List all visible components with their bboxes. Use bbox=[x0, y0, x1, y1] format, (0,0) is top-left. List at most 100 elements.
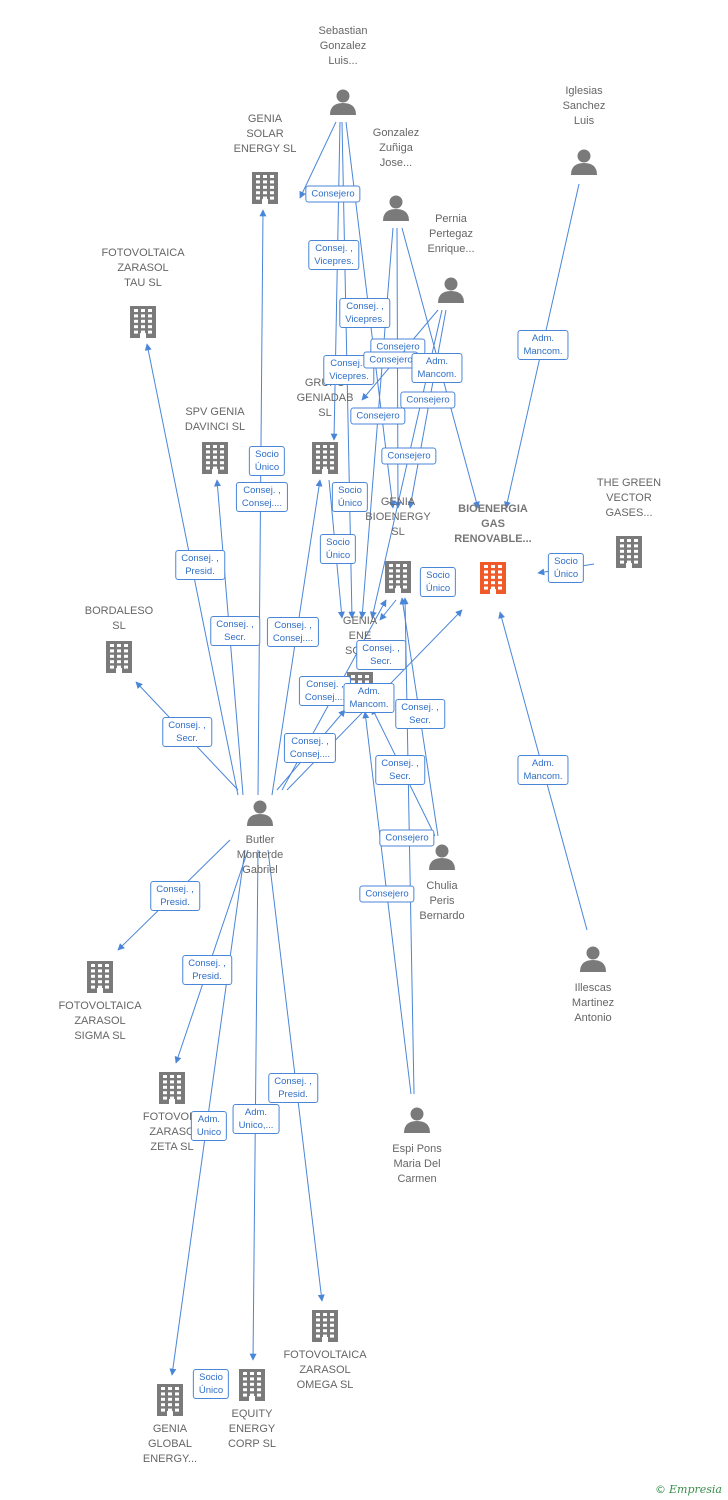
building-icon-bordaleso[interactable] bbox=[106, 641, 132, 673]
edge-label[interactable]: Consej. ,Secr. bbox=[356, 640, 406, 670]
edge-label[interactable]: Adm.Unico,... bbox=[232, 1104, 280, 1134]
edge-label[interactable]: Adm.Mancom. bbox=[411, 353, 463, 383]
edge-label[interactable]: Consejero bbox=[381, 447, 437, 465]
person-icon-sebastian[interactable] bbox=[330, 89, 356, 116]
building-icon-foto_tau[interactable] bbox=[130, 306, 156, 338]
edge-label[interactable]: Consejero bbox=[363, 351, 419, 369]
edge-label[interactable]: Consej. ,Presid. bbox=[175, 550, 225, 580]
edge-label[interactable]: Consejero bbox=[359, 885, 415, 903]
node-label-line: Gonzalez bbox=[372, 127, 420, 139]
person-icon-butler[interactable] bbox=[247, 800, 273, 827]
edge-label[interactable]: Consej. ,Vicepres. bbox=[308, 240, 360, 270]
edge-pernia-to-genia_bioenergy bbox=[407, 309, 447, 509]
edge-label-line: Mancom. bbox=[349, 699, 389, 710]
building-icon-genia_global[interactable] bbox=[157, 1384, 183, 1416]
edge-label-line: Adm. bbox=[531, 758, 555, 769]
edge-label-line: Secr. bbox=[176, 733, 198, 744]
edge-label[interactable]: Consejero bbox=[379, 829, 435, 847]
person-icon-chulia[interactable] bbox=[429, 844, 455, 871]
edge-label[interactable]: Adm.Mancom. bbox=[517, 330, 569, 360]
building-icon-grupo_geniadab[interactable] bbox=[312, 442, 338, 474]
node-label-line: Martinez bbox=[571, 997, 615, 1009]
edge-label[interactable]: Consej. ,Presid. bbox=[182, 955, 232, 985]
person-icon-illescas[interactable] bbox=[580, 946, 606, 973]
edge-label-line: Socio bbox=[554, 556, 578, 567]
building-icon-genia_solar[interactable] bbox=[252, 172, 278, 204]
building-icon-green_vector[interactable] bbox=[616, 536, 642, 568]
node-label-line: GASES... bbox=[605, 507, 653, 519]
person-icon-iglesias[interactable] bbox=[571, 149, 597, 176]
building-icon-bioenergia[interactable] bbox=[480, 562, 506, 594]
node-label-line: GENIADAB bbox=[296, 392, 354, 404]
building-icon-foto_zeta[interactable] bbox=[159, 1072, 185, 1104]
building-icon-spv_genia[interactable] bbox=[202, 442, 228, 474]
building-icon-foto_omega[interactable] bbox=[312, 1310, 338, 1342]
edge-label[interactable]: Consej. ,Secr. bbox=[162, 717, 212, 747]
edge-label-line: Único bbox=[254, 462, 280, 473]
edge-label[interactable]: Consej. ,Consej.... bbox=[283, 733, 337, 763]
edge-label-line: Consej.... bbox=[241, 498, 283, 509]
edge-label-line: Socio bbox=[255, 449, 279, 460]
building-icon-foto_sigma[interactable] bbox=[87, 961, 113, 993]
edge-label-line: Consejero bbox=[365, 888, 409, 900]
node-label-line: ZETA SL bbox=[150, 1141, 194, 1153]
edge-label[interactable]: Consejero bbox=[305, 185, 361, 203]
edge-label[interactable]: Consej. ,Secr. bbox=[395, 699, 445, 729]
person-icon-gonzalez[interactable] bbox=[383, 195, 409, 222]
edge-label[interactable]: Adm. Mancom. bbox=[517, 755, 569, 785]
edge-label-line: Unico bbox=[196, 1127, 222, 1138]
edge-label[interactable]: Consejero bbox=[350, 407, 406, 425]
person-icon-pernia[interactable] bbox=[438, 277, 464, 304]
edge-label[interactable]: Consej. ,Secr. bbox=[210, 616, 260, 646]
edge-label-line: Mancom. bbox=[417, 369, 457, 380]
edge-label-line: Consejero bbox=[406, 394, 450, 406]
edge-label[interactable]: Consej. ,Consej.... bbox=[266, 617, 320, 647]
edge-label[interactable]: Adm.Mancom. bbox=[343, 683, 395, 713]
edge-label[interactable]: Adm.Unico bbox=[190, 1111, 228, 1141]
edge-label[interactable]: Consej. ,Presid. bbox=[268, 1073, 318, 1103]
edge-label-line: Adm. bbox=[244, 1107, 268, 1118]
edge-label[interactable]: Consej. ,Consej.... bbox=[298, 676, 352, 706]
person-icon-espi[interactable] bbox=[404, 1107, 430, 1134]
brand-footer[interactable]: ©Empresia bbox=[655, 1483, 722, 1496]
edge-label[interactable]: Consej. ,Vicepres. bbox=[339, 298, 391, 328]
node-label-line: CORP SL bbox=[227, 1438, 277, 1450]
building-icon-genia_bioenergy[interactable] bbox=[385, 561, 411, 593]
edge-label[interactable]: Consejero bbox=[400, 391, 456, 409]
edge-label[interactable]: Consej. ,Consej.... bbox=[235, 482, 289, 512]
edge-label-line: Consejero bbox=[387, 450, 431, 462]
building-icon-equity[interactable] bbox=[239, 1369, 265, 1401]
edge-label-line: Mancom. bbox=[523, 771, 563, 782]
edge-label[interactable]: Consej. ,Presid. bbox=[150, 881, 200, 911]
node-label-line: GENIA bbox=[380, 496, 416, 508]
edge-label[interactable]: Consej. ,Secr. bbox=[375, 755, 425, 785]
edge-label[interactable]: Consejero bbox=[370, 338, 426, 356]
edge-genia_bioenergy-to-genia_ensol bbox=[379, 599, 397, 621]
